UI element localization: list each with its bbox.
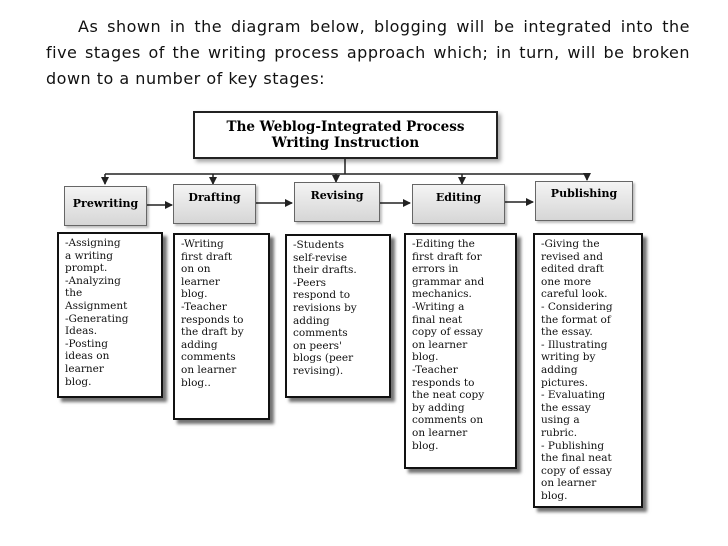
- publishing-steps: -Giving the revised and edited draft one…: [533, 233, 643, 508]
- stage-editing: Editing: [412, 184, 505, 224]
- intro-paragraph: As shown in the diagram below, blogging …: [46, 17, 690, 88]
- drafting-steps: -Writing first draft on on learner blog.…: [173, 233, 270, 420]
- diagram-title-text: The Weblog-Integrated Process Writing In…: [226, 119, 465, 151]
- prewriting-steps: -Assigning a writing prompt. -Analyzing …: [57, 232, 163, 398]
- revising-steps: -Students self-revise their drafts. -Pee…: [285, 234, 391, 398]
- stage-prewriting: Prewriting: [64, 186, 147, 226]
- stage-revising: Revising: [294, 182, 380, 222]
- stage-drafting: Drafting: [173, 184, 256, 224]
- stage-publishing: Publishing: [535, 181, 633, 221]
- editing-steps: -Editing the first draft for errors in g…: [404, 233, 517, 469]
- diagram-title: The Weblog-Integrated Process Writing In…: [193, 111, 498, 159]
